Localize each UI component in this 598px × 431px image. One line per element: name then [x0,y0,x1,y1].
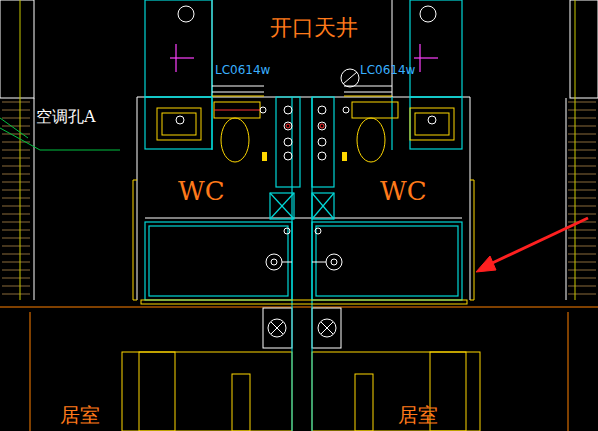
courtyard-label: 开口天井 [270,17,358,39]
room-label: 居室 [60,405,100,425]
window-code: LC0614w [360,64,415,76]
aircon-hole-label: 空调孔A [36,109,96,125]
room-label: 居室 [398,405,438,425]
room-label: WC [178,178,225,204]
room-label: WC [380,178,427,204]
window-code: LC0614w [215,64,270,76]
